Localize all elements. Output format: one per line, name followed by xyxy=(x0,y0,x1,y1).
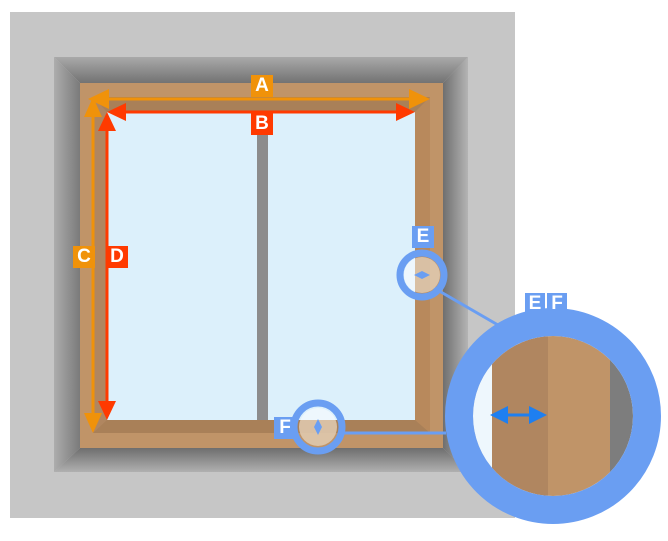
label-a: A xyxy=(251,75,273,97)
magnified-detail xyxy=(445,308,661,524)
label-d: D xyxy=(106,246,128,268)
mullion xyxy=(257,112,268,420)
label-b: B xyxy=(251,113,273,135)
detail-marker-e xyxy=(396,249,448,301)
glass-pane-right xyxy=(268,112,415,420)
label-detail-e: E xyxy=(525,293,545,315)
detail-connector-e xyxy=(433,286,499,327)
label-c: C xyxy=(73,246,95,268)
label-f: F xyxy=(274,417,296,439)
window-recess xyxy=(54,57,468,472)
glass-pane-left xyxy=(107,112,257,420)
measure-arrow-b xyxy=(107,103,415,121)
double-arrow-icon xyxy=(490,406,547,424)
measure-arrow-a xyxy=(88,89,430,109)
label-detail-f: F xyxy=(547,293,567,315)
label-e: E xyxy=(412,226,434,248)
